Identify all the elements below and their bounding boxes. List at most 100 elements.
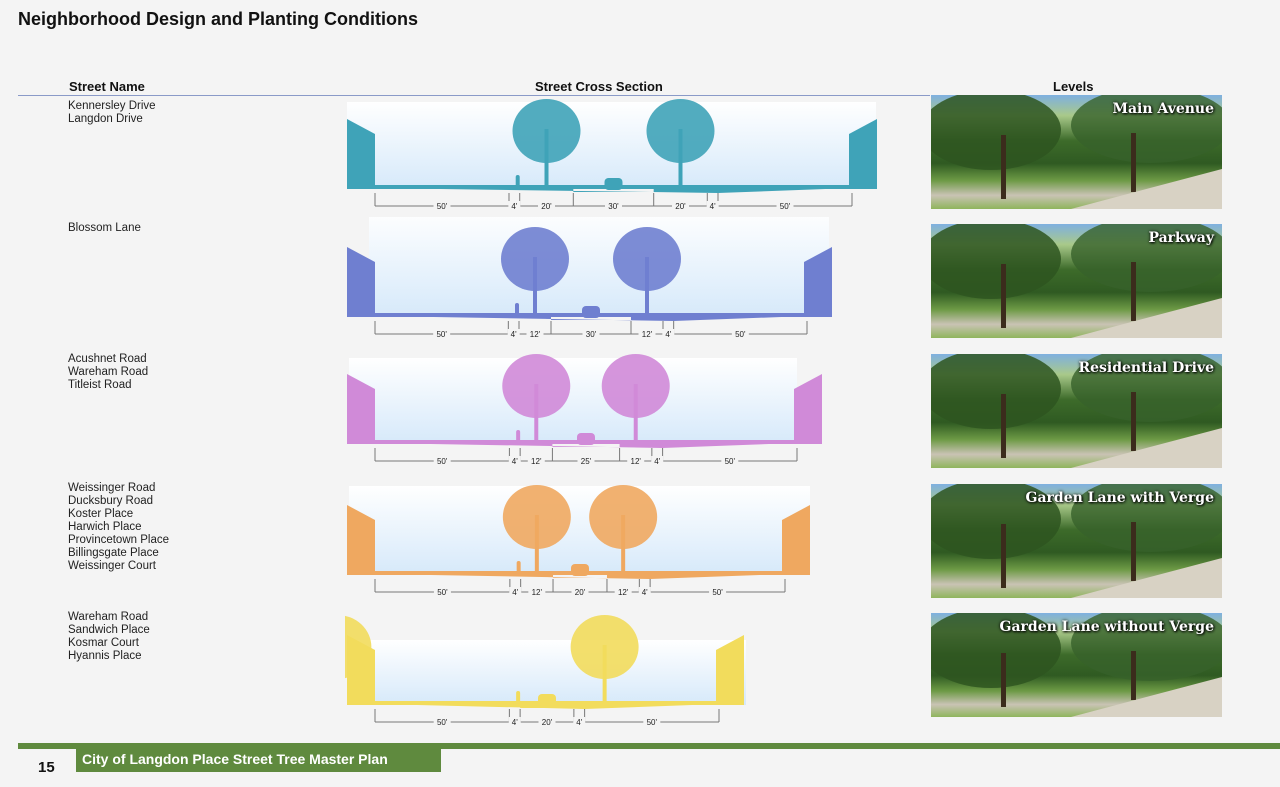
house-right [782,505,810,575]
page-number: 15 [38,759,55,776]
dimension-label: 50' [437,202,448,211]
car-icon [577,433,595,445]
dimension-label: 50' [437,718,448,727]
street-name-header: Street Name [69,79,145,94]
pedestrian-icon [516,430,521,442]
street-name: Provincetown Place [68,534,169,546]
ground-profile [375,185,852,193]
page-title: Neighborhood Design and Planting Conditi… [18,9,418,29]
street-cross-section: 50'4'12'25'12'4'50' [347,354,822,466]
street-name: Titleist Road [68,379,132,391]
house-right [804,247,832,317]
street-name: Harwich Place [68,521,142,533]
pedestrian-icon [516,561,521,573]
street-name: Langdon Drive [68,113,143,125]
dimension-label: 12' [532,588,543,597]
level-photo: Parkway [931,224,1222,338]
levels-header: Levels [1053,79,1094,94]
street-name: Weissinger Court [68,560,156,572]
dimension-label: 4' [511,330,517,339]
tree-canopy [589,485,658,549]
pedestrian-icon [516,691,521,703]
ground-profile [375,440,797,448]
house-left [347,505,375,575]
dimension-label: 20' [541,202,552,211]
dimension-label: 4' [512,457,518,466]
level-label: Parkway [1148,230,1214,246]
dimension-label: 20' [575,588,586,597]
tree-canopy [502,354,571,418]
dimension-label: 4' [654,457,660,466]
car-icon [538,694,556,706]
street-name: Kennersley Drive [68,100,156,112]
street-name: Koster Place [68,508,134,520]
street-cross-section: 50' 4' 12' 20' 12' 4' 50' [347,485,810,597]
level-label: Garden Lane without Verge [999,619,1214,635]
level-photo: Garden Lane without Verge [931,613,1222,717]
dimension-label: 50' [712,588,723,597]
pedestrian-icon [515,303,519,315]
sky-panel [349,358,797,444]
house-left [347,247,375,317]
dimension-label: 12' [631,457,642,466]
dimension-label: 20' [542,718,553,727]
tree-canopy [345,615,372,679]
street-name: Hyannis Place [68,650,142,662]
street-name: Kosmar Court [68,637,139,649]
street-name-list: Blossom Lane [68,222,141,235]
level-photo: Residential Drive [931,354,1222,468]
street-name: Billingsgate Place [68,547,159,559]
ground-profile [375,313,807,321]
tree-canopy [512,99,581,163]
dimension-label: 4' [710,202,716,211]
sky-panel [369,217,829,317]
street-cross-section: 50'4'20'4'50' [345,615,746,727]
dimension-label: 30' [608,202,619,211]
house-right [716,635,744,705]
level-label: Garden Lane with Verge [1025,490,1214,506]
ground-profile [375,571,785,579]
street-name: Ducksbury Road [68,495,154,507]
dimension-label: 4' [665,330,671,339]
dimension-label: 12' [618,588,629,597]
dimension-label: 4' [512,588,518,597]
street-name: Wareham Road [68,366,149,378]
level-label: Main Avenue [1112,101,1214,117]
house-left [347,374,375,444]
car-icon [604,178,623,190]
cross-section-header: Street Cross Section [535,79,663,94]
sky-panel [349,486,810,575]
dimension-label: 50' [725,457,736,466]
dimension-label: 12' [531,457,542,466]
dimension-label: 12' [642,330,653,339]
tree-canopy [613,227,681,291]
level-photo: Main Avenue [931,95,1222,209]
plan-title-banner: City of Langdon Place Street Tree Master… [76,748,441,772]
header-divider [18,95,930,96]
dimension-label: 50' [436,330,447,339]
street-cross-section: 50'4'12'30'12'4'50' [347,217,832,339]
street-name: Wareham Road [68,611,149,623]
tree-canopy [646,99,715,163]
dimension-label: 50' [735,330,746,339]
sky-panel [347,102,876,189]
tree-canopy [501,227,569,291]
house-right [794,374,822,444]
tree-canopy [502,485,571,549]
dimension-label: 20' [675,202,686,211]
street-name: Weissinger Road [68,482,156,494]
street-name: Acushnet Road [68,353,147,365]
street-name: Blossom Lane [68,222,141,234]
car-icon [571,564,589,576]
dimension-label: 4' [642,588,648,597]
street-cross-section: 50'4'20'30'20'4'50' [347,99,877,211]
street-name: Sandwich Place [68,624,150,636]
dimension-label: 50' [437,588,448,597]
house-right [849,119,877,189]
dimension-label: 50' [647,718,658,727]
dimension-label: 50' [437,457,448,466]
car-icon [582,306,600,318]
dimension-label: 12' [530,330,541,339]
